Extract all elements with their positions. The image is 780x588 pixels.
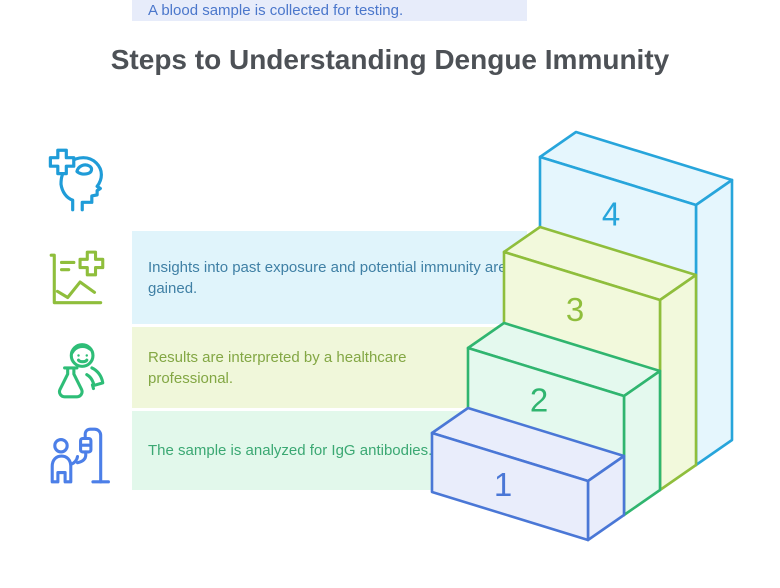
step-description: Results are interpreted by a healthcare … bbox=[148, 348, 407, 387]
block-1-front-face bbox=[430, 431, 590, 542]
step-number-2: 2 bbox=[530, 382, 548, 419]
iv-drip-icon bbox=[42, 419, 114, 491]
block-4-right-face bbox=[694, 178, 734, 467]
step-row-4: Insights into past exposure and potentia… bbox=[132, 231, 527, 324]
step-number-3: 3 bbox=[566, 291, 584, 328]
step-description: A blood sample is collected for testing. bbox=[148, 2, 404, 19]
step-number-1: 1 bbox=[494, 466, 512, 503]
step-description: Insights into past exposure and potentia… bbox=[148, 258, 507, 297]
step-number-4: 4 bbox=[602, 196, 620, 233]
block-2-right-face bbox=[622, 369, 662, 517]
step-row-3: Results are interpreted by a healthcare … bbox=[132, 327, 527, 408]
block-3-right-face bbox=[658, 273, 698, 492]
scientist-flask-icon bbox=[42, 335, 114, 407]
step-row-1: A blood sample is collected for testing. bbox=[132, 0, 527, 21]
step-description: The sample is analyzed for IgG antibodie… bbox=[148, 442, 433, 459]
report-chart-icon bbox=[42, 245, 114, 317]
step-block-1: 1 bbox=[430, 406, 626, 542]
mind-cross-icon bbox=[42, 144, 114, 216]
page-title: Steps to Understanding Dengue Immunity bbox=[110, 44, 670, 75]
